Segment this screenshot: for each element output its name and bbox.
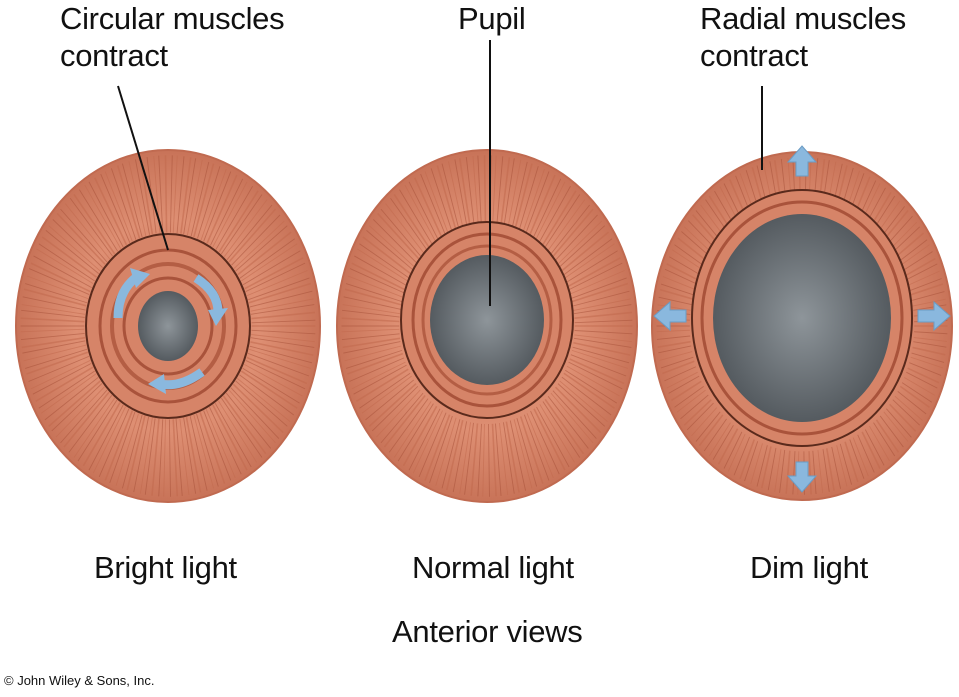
caption-anterior-views: Anterior views bbox=[392, 614, 583, 649]
copyright-credit: © John Wiley & Sons, Inc. bbox=[4, 673, 155, 688]
arrow-left-icon bbox=[653, 300, 687, 332]
pupil-small bbox=[138, 291, 198, 361]
caption-bright-light: Bright light bbox=[94, 550, 237, 585]
label-radial-muscles: Radial muscles contract bbox=[700, 1, 906, 74]
caption-normal-light: Normal light bbox=[412, 550, 574, 585]
label-circular-muscles: Circular muscles contract bbox=[60, 1, 285, 74]
caption-dim-light: Dim light bbox=[750, 550, 868, 585]
arrow-right-icon bbox=[917, 300, 951, 332]
arrow-down-icon bbox=[786, 461, 818, 493]
iris-dim-light bbox=[651, 145, 953, 501]
arrow-up-icon bbox=[786, 145, 818, 177]
pupil-medium bbox=[430, 255, 544, 385]
leader-circular bbox=[117, 85, 169, 251]
arrow-icon bbox=[193, 274, 223, 313]
label-pupil: Pupil bbox=[458, 1, 526, 36]
iris-normal-light bbox=[336, 149, 638, 503]
pupil-large bbox=[713, 214, 891, 422]
iris-bright-light bbox=[15, 149, 321, 503]
